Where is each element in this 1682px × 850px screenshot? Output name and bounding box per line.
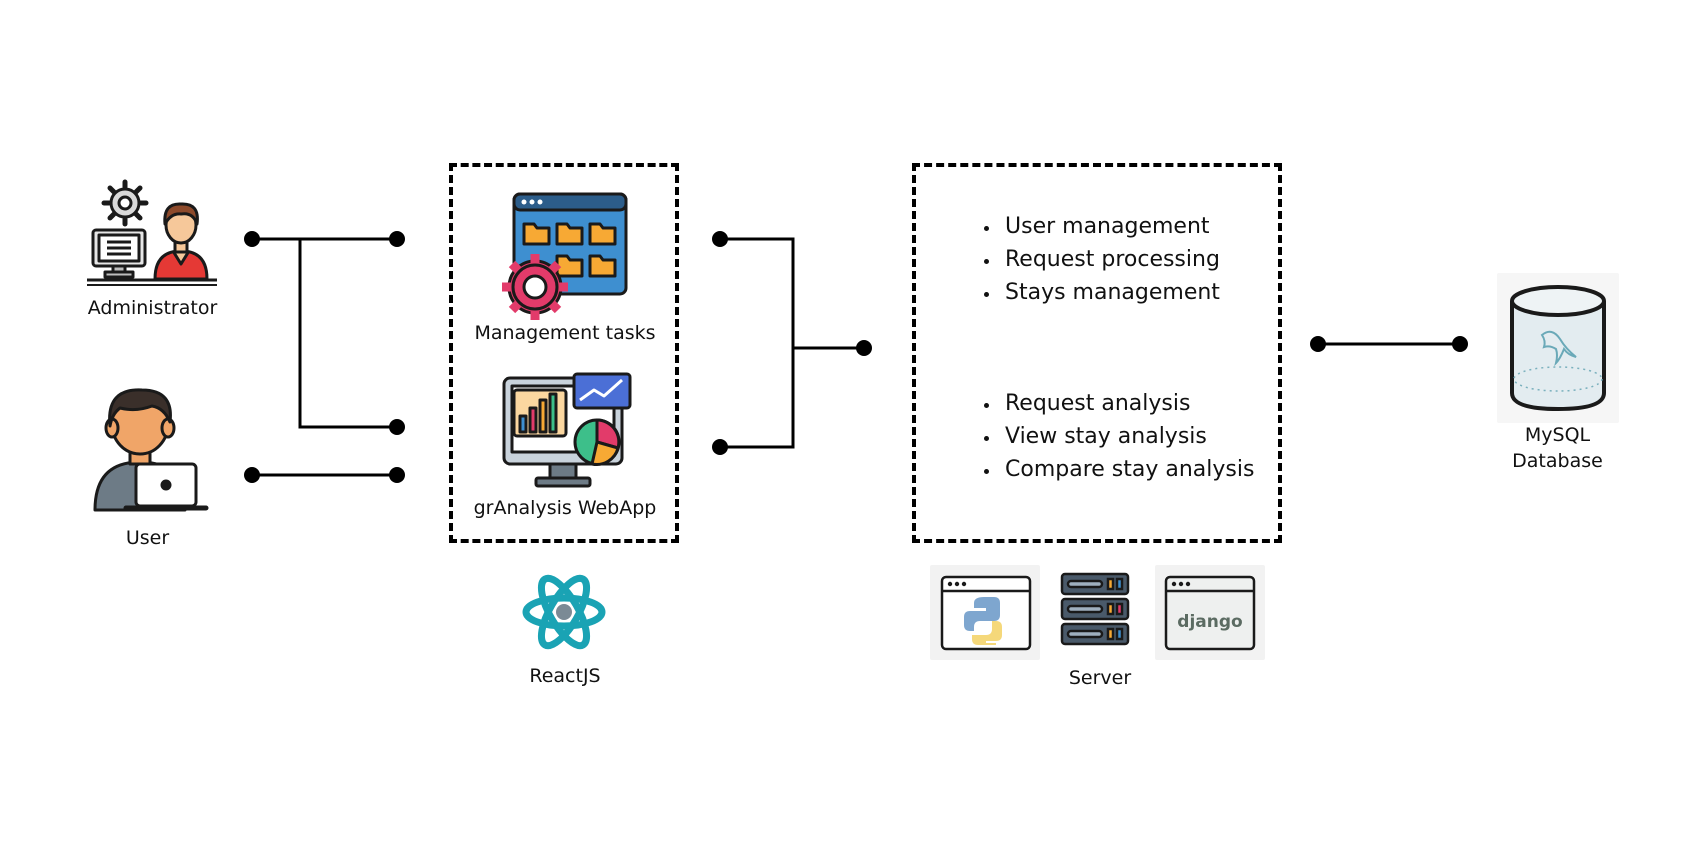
python-window-icon bbox=[940, 575, 1032, 651]
list-item: Request analysis bbox=[1001, 387, 1254, 420]
administrator-label: Administrator bbox=[87, 297, 218, 319]
list-item: User management bbox=[1001, 210, 1220, 243]
webapp-label: grAnalysis WebApp bbox=[473, 497, 657, 519]
database-label-line1: MySQL bbox=[1524, 424, 1591, 446]
backend-box bbox=[912, 163, 1282, 543]
backend-analysis-list: Request analysis View stay analysis Comp… bbox=[975, 387, 1254, 486]
user-icon bbox=[93, 388, 209, 512]
reactjs-label: ReactJS bbox=[529, 665, 601, 687]
connector-dot bbox=[712, 231, 728, 247]
connector-dot bbox=[1310, 336, 1326, 352]
connector-dot bbox=[712, 439, 728, 455]
connector-dot bbox=[244, 467, 260, 483]
mysql-database-icon bbox=[1510, 285, 1606, 412]
management-tasks-icon bbox=[502, 192, 628, 320]
list-item: View stay analysis bbox=[1001, 420, 1254, 453]
management-tasks-label: Management tasks bbox=[474, 322, 656, 344]
connector-dot bbox=[389, 467, 405, 483]
django-logo-text: django bbox=[1177, 612, 1242, 632]
connector-dot bbox=[389, 419, 405, 435]
list-item: Compare stay analysis bbox=[1001, 453, 1254, 486]
connector-dot bbox=[244, 231, 260, 247]
administrator-icon bbox=[87, 179, 217, 286]
django-window-icon: django bbox=[1164, 575, 1256, 651]
connector-dot bbox=[856, 340, 872, 356]
connector-dot bbox=[389, 231, 405, 247]
list-item: Stays management bbox=[1001, 276, 1220, 309]
list-item: Request processing bbox=[1001, 243, 1220, 276]
server-label: Server bbox=[1068, 667, 1132, 689]
webapp-analytics-icon bbox=[502, 372, 632, 488]
connector-dot bbox=[1452, 336, 1468, 352]
server-rack-icon bbox=[1060, 572, 1130, 646]
frontend-box bbox=[449, 163, 679, 543]
backend-management-list: User management Request processing Stays… bbox=[975, 210, 1220, 309]
database-label-line2: Database bbox=[1512, 450, 1603, 472]
react-logo-icon bbox=[522, 574, 606, 650]
user-label: User bbox=[125, 527, 170, 549]
